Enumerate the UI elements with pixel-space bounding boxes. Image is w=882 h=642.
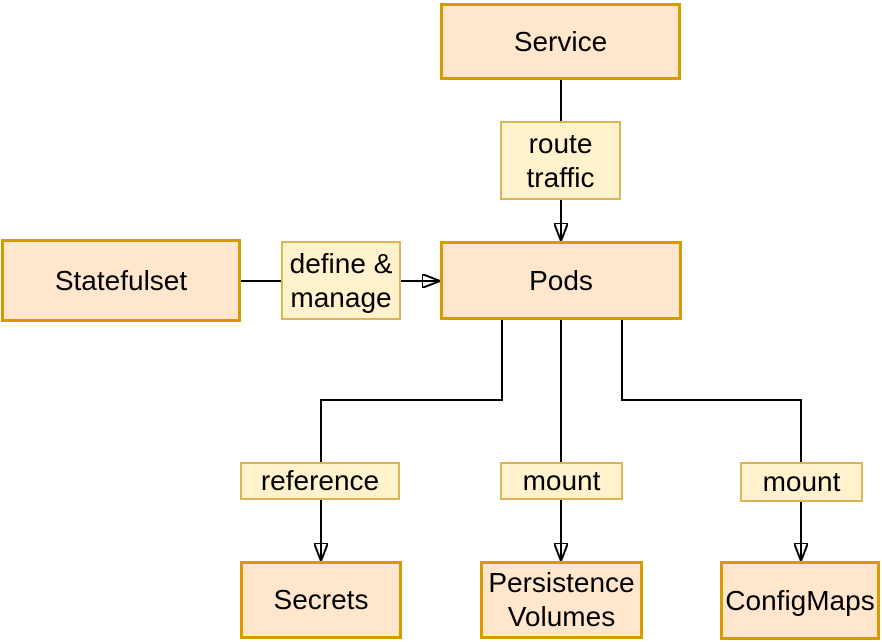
node-secrets-label: Secrets xyxy=(273,584,369,616)
edge-label-define-manage: define & manage xyxy=(281,241,401,320)
edge-label-reference: reference xyxy=(240,462,400,500)
edge-pods-secrets xyxy=(321,320,503,558)
edge-label-route-traffic: route traffic xyxy=(500,121,621,200)
node-statefulset: Statefulset xyxy=(1,239,241,322)
node-configmaps: ConfigMaps xyxy=(720,561,880,640)
node-service-label: Service xyxy=(513,25,608,57)
node-service: Service xyxy=(440,3,681,80)
node-pods: Pods xyxy=(440,241,682,320)
node-pods-label: Pods xyxy=(529,264,593,296)
node-configmaps-label: ConfigMaps xyxy=(725,584,875,616)
node-statefulset-label: Statefulset xyxy=(54,264,188,296)
node-persistence-volumes: Persistence Volumes xyxy=(480,561,643,639)
edge-label-mount-persistence-volumes: mount xyxy=(500,462,623,500)
node-persistence-volumes-label: Persistence Volumes xyxy=(488,567,635,632)
edge-pods-configmaps xyxy=(621,320,801,558)
edge-label-mount-configmaps: mount xyxy=(740,462,863,502)
node-secrets: Secrets xyxy=(240,561,402,639)
